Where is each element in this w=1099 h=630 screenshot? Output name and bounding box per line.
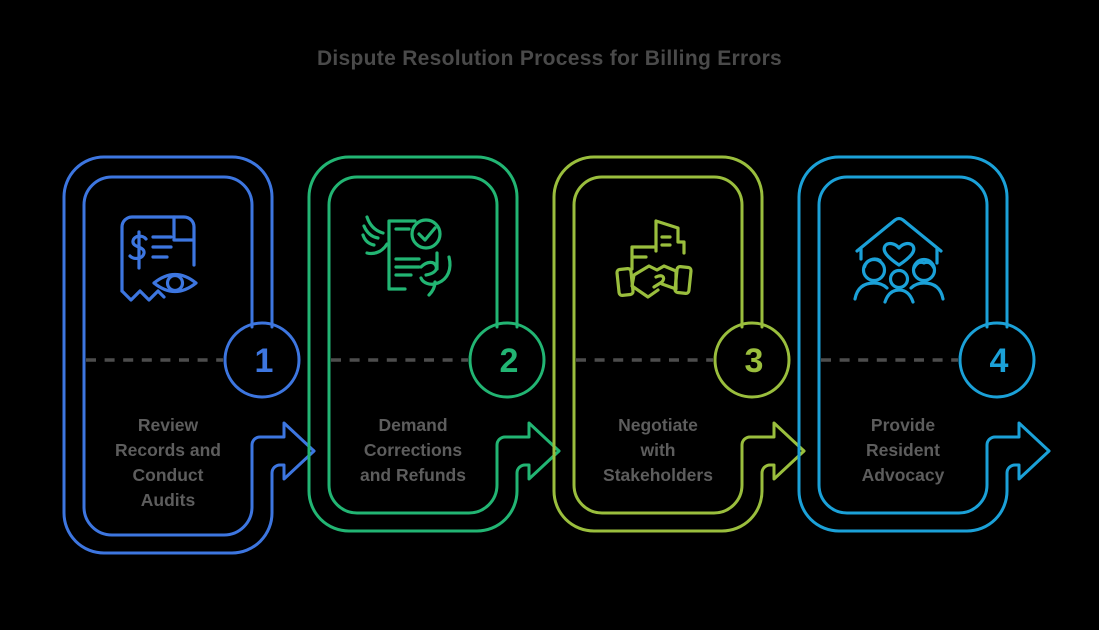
card-frame-4: 4: [797, 155, 1051, 533]
step-label-2: Demand Corrections and Refunds: [360, 415, 466, 485]
clasped-hands: [630, 264, 678, 299]
check-mark: [417, 226, 437, 242]
step-card-1: 1 Review Records and Conduct Audits: [62, 155, 322, 575]
step-number-circle: [468, 321, 546, 399]
card-outer-border: [552, 155, 806, 533]
step-card-4: 4 Provide Resident Advocacy: [797, 155, 1057, 575]
step-number: 4: [990, 342, 1009, 380]
diagram-title: Dispute Resolution Process for Billing E…: [316, 47, 783, 70]
child-head: [888, 268, 910, 290]
heart: [882, 241, 916, 267]
house-roof: [855, 216, 943, 265]
left-person-hair: [862, 257, 882, 269]
check-circle: [410, 218, 442, 250]
card-outer-border: [307, 155, 561, 533]
eye-pupil: [165, 273, 185, 293]
low-building: [630, 245, 658, 271]
eye-outline: [152, 272, 198, 294]
document-outline: [387, 219, 439, 291]
receipt-lines: [151, 235, 173, 259]
receipt-dollar-eye-icon: [120, 215, 198, 302]
card-frame-3: 3: [552, 155, 806, 533]
left-sleeve: [615, 267, 635, 297]
card-inner-border-and-arrow: [82, 175, 316, 537]
step-number-circle: [958, 321, 1036, 399]
step-card-3: 3 Negotiate with Stakeholders: [552, 155, 812, 575]
step-label-3: Negotiate with Stakeholders: [603, 415, 713, 485]
step-number-circle: [223, 321, 301, 399]
step-number: 3: [745, 342, 764, 380]
step-label-4: Provide Resident Advocacy: [861, 415, 945, 485]
card-inner-border-and-arrow: [327, 175, 561, 515]
card-frame-2: 2: [307, 155, 561, 533]
family-shoulders: [853, 281, 945, 304]
right-person-head: [911, 257, 937, 283]
tall-building: [654, 219, 686, 255]
right-hand: [419, 255, 452, 297]
receipt-body: [120, 215, 176, 293]
card-outer-border: [62, 155, 316, 555]
card-outer-border: [797, 155, 1051, 533]
dollar-sign: [128, 230, 148, 270]
card-inner-border-and-arrow: [572, 175, 806, 515]
home-family-heart-icon: [853, 216, 945, 304]
step-number-circle: [713, 321, 791, 399]
buildings-handshake-icon: [615, 219, 693, 299]
card-inner-border-and-arrow: [817, 175, 1051, 515]
card-frame-1: 1: [62, 155, 316, 555]
right-person-hair: [912, 260, 936, 270]
step-card-2: 2 Demand Corrections and Refunds: [307, 155, 567, 575]
left-hand: [361, 215, 389, 256]
step-number: 2: [500, 342, 519, 380]
receipt-curl: [172, 215, 196, 267]
document-lines: [394, 227, 421, 277]
document-hands-check-icon: [361, 215, 452, 297]
step-number: 1: [255, 342, 274, 380]
step-label-1: Review Records and Conduct Audits: [115, 415, 221, 510]
receipt-zigzag: [120, 289, 166, 302]
